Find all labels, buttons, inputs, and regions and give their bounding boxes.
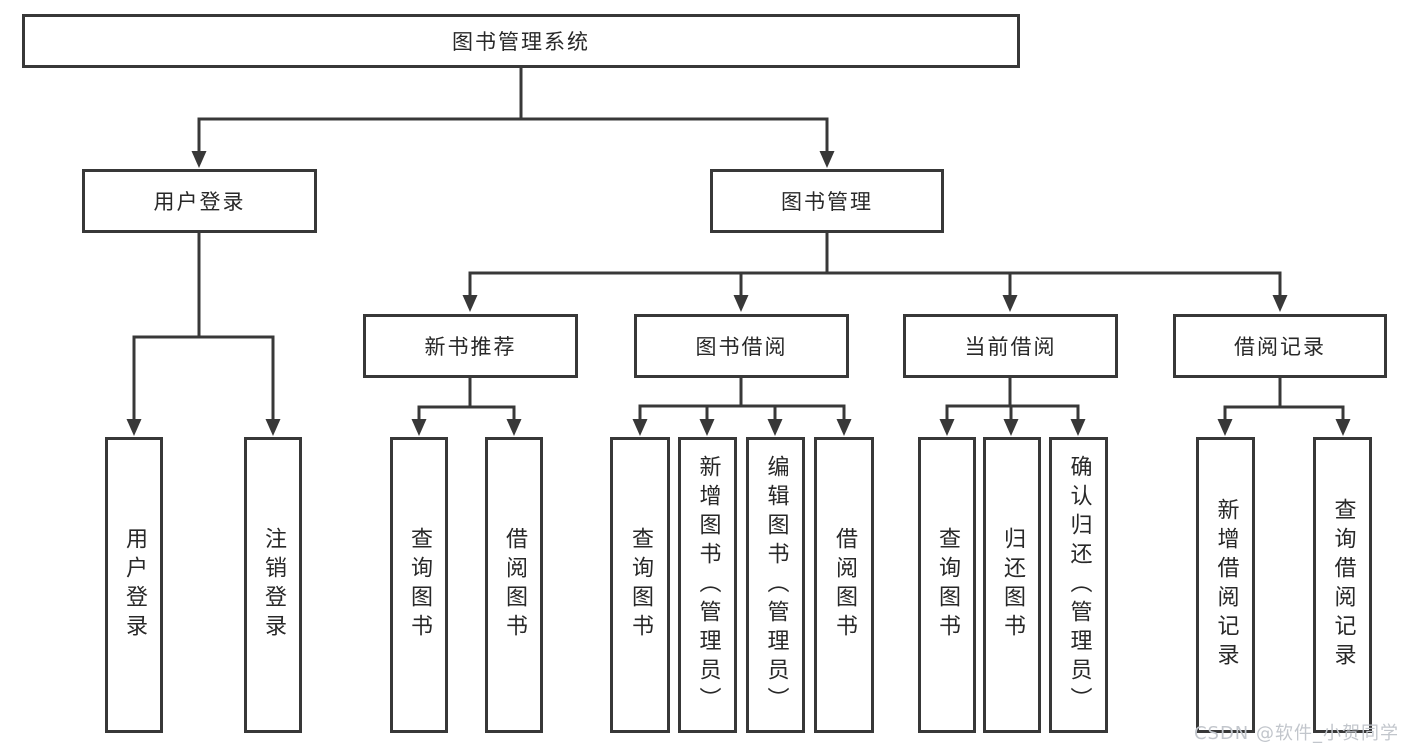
- node-book-management: 图书管理: [710, 169, 944, 233]
- leaf-label: 确认归还（管理员）: [1066, 454, 1092, 716]
- leaf-label: 查询图书: [935, 527, 960, 643]
- node-label: 图书管理: [781, 190, 873, 214]
- node-label: 图书管理系统: [452, 30, 590, 54]
- node-book-borrowing: 图书借阅: [634, 314, 849, 378]
- leaf-borrow-books-recommend: 借阅图书: [485, 437, 543, 733]
- leaf-label: 借阅图书: [832, 527, 857, 643]
- leaf-label: 注销登录: [261, 527, 286, 643]
- leaf-query-books-recommend: 查询图书: [390, 437, 448, 733]
- leaf-logout: 注销登录: [244, 437, 302, 733]
- leaf-label: 借阅图书: [502, 527, 527, 643]
- leaf-query-books-borrowing: 查询图书: [610, 437, 670, 733]
- leaf-query-books-current: 查询图书: [918, 437, 976, 733]
- leaf-edit-book-admin: 编辑图书（管理员）: [746, 437, 805, 733]
- node-label: 用户登录: [153, 190, 246, 214]
- node-new-book-recommendation: 新书推荐: [363, 314, 578, 378]
- node-root-system: 图书管理系统: [22, 14, 1020, 68]
- node-current-borrowing: 当前借阅: [903, 314, 1118, 378]
- leaf-label: 编辑图书（管理员）: [763, 454, 789, 716]
- leaf-label: 查询图书: [628, 527, 653, 643]
- node-label: 借阅记录: [1234, 335, 1326, 359]
- leaf-query-borrow-record: 查询借阅记录: [1313, 437, 1372, 733]
- leaf-confirm-return-admin: 确认归还（管理员）: [1049, 437, 1108, 733]
- leaf-label: 查询图书: [407, 527, 432, 643]
- leaf-add-book-admin: 新增图书（管理员）: [678, 437, 737, 733]
- csdn-watermark: CSDN @软件_小贺同学: [1193, 723, 1399, 744]
- leaf-label: 新增借阅记录: [1213, 498, 1239, 672]
- leaf-label: 查询借阅记录: [1330, 498, 1356, 672]
- node-user-login: 用户登录: [82, 169, 317, 233]
- leaf-label: 新增图书（管理员）: [695, 454, 721, 716]
- leaf-user-login: 用户登录: [105, 437, 163, 733]
- node-borrowing-records: 借阅记录: [1173, 314, 1387, 378]
- leaf-add-borrow-record: 新增借阅记录: [1196, 437, 1255, 733]
- leaf-label: 用户登录: [122, 527, 147, 643]
- node-label: 图书借阅: [695, 335, 788, 359]
- leaf-borrow-books-borrowing: 借阅图书: [814, 437, 874, 733]
- leaf-label: 归还图书: [1000, 527, 1025, 643]
- node-label: 当前借阅: [964, 335, 1057, 359]
- leaf-return-book: 归还图书: [983, 437, 1041, 733]
- node-label: 新书推荐: [424, 335, 517, 359]
